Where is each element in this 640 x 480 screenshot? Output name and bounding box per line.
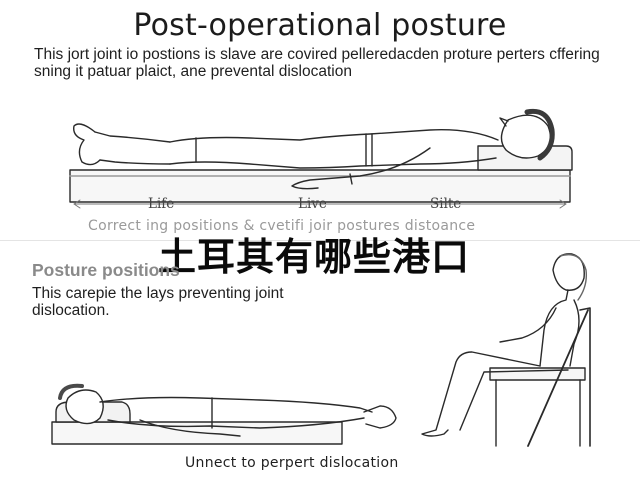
legs	[94, 131, 171, 143]
chair-back	[579, 307, 591, 447]
page-title: Post-operational posture	[133, 8, 507, 43]
dimension-label-life: Life	[148, 196, 175, 212]
bottom-caption: Unnect to perpert dislocation	[185, 455, 399, 471]
seated-legs	[421, 351, 541, 437]
seated-torso	[539, 289, 569, 367]
dimension-label-silte: Silte	[430, 196, 462, 212]
lying-figure	[51, 383, 397, 445]
seated-arm	[499, 307, 557, 343]
section-description: This carepie the lays preventing joint d…	[32, 285, 284, 319]
dimension-label-live: Live	[298, 196, 327, 212]
torso-top	[169, 129, 499, 143]
lying-arm	[139, 419, 241, 437]
lying-torso	[99, 396, 373, 413]
chair-seat	[489, 367, 586, 381]
arm	[291, 147, 431, 190]
section-heading: Posture positions	[32, 260, 180, 280]
seated-figure	[421, 253, 591, 447]
lying-feet	[363, 405, 397, 429]
section-divider	[0, 240, 640, 241]
top-caption: Correct ing positions & cvetifi joir pos…	[88, 218, 476, 234]
intro-text: This jort joint io postions is slave are…	[34, 46, 600, 80]
overlay-text: 土耳其有哪些港口	[158, 235, 471, 279]
head	[500, 114, 552, 159]
feet	[73, 123, 101, 166]
lying-head	[65, 389, 104, 425]
